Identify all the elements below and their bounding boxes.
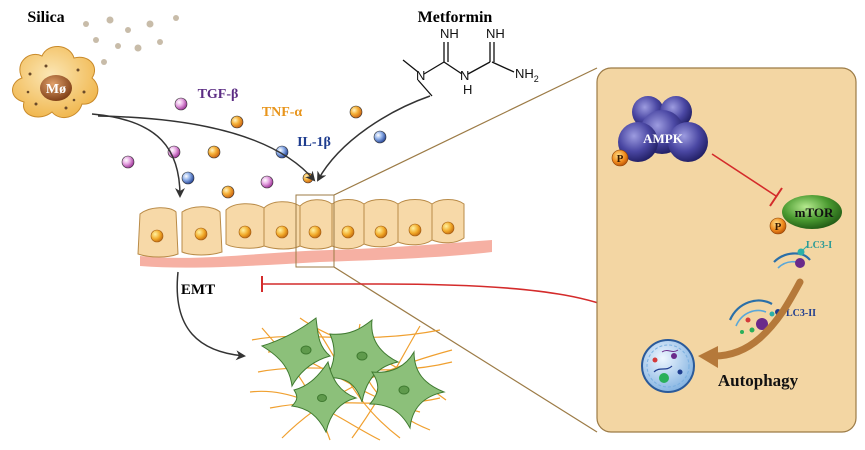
ampk-label: AMPK <box>643 131 684 146</box>
epithelial-cell <box>397 199 433 246</box>
autophagy-arrowhead <box>698 346 718 368</box>
macrophage-label: Mø <box>46 82 66 97</box>
ampk-complex: AMPK <box>618 96 708 162</box>
mtor-phospho-label: P <box>775 221 782 233</box>
mtor: mTOR <box>782 195 842 229</box>
zoom-box <box>295 194 335 268</box>
metformin-structure <box>402 42 515 97</box>
autophagy-progression-arrow <box>710 278 804 360</box>
autophagy-inhibits-emt-line <box>262 283 656 337</box>
metformin-label: Metformin <box>418 9 493 26</box>
atom-n-dimethyl: N <box>416 68 425 83</box>
basement-membrane <box>140 240 492 268</box>
atom-nh2: NH2 <box>515 66 539 84</box>
atom-nh-2: NH <box>486 26 505 41</box>
emt-arrow <box>176 271 246 361</box>
metformin-atoms: N NH N H NH NH2 <box>416 26 539 97</box>
atom-n-bridge: N <box>460 68 469 83</box>
macrophage-nucleus <box>40 75 72 101</box>
autolysosome <box>641 339 695 393</box>
epithelial-cell <box>331 199 365 250</box>
il1-label: IL-1β <box>297 135 331 150</box>
silica-label: Silica <box>27 9 64 26</box>
epithelial-layer <box>137 194 492 268</box>
autophagosome-forming: LC3-II <box>728 299 816 334</box>
autophagy-label: Autophagy <box>718 371 799 390</box>
epithelial-cell <box>363 199 399 248</box>
ampk-inhibits-mtor-line <box>711 153 777 197</box>
lc3i-label: LC3-I <box>806 240 832 251</box>
tnf-label: TNF-α <box>262 105 303 120</box>
ampk-phospho: P <box>611 149 629 167</box>
zoom-lines <box>333 67 598 433</box>
myofibroblasts <box>260 317 446 434</box>
mtor-phospho: P <box>769 217 787 235</box>
input-arrows <box>91 95 431 198</box>
silica-particles <box>83 15 179 65</box>
macrophage: Mø <box>12 46 99 119</box>
atom-h-bridge: H <box>463 82 472 97</box>
cytokine-particles <box>121 97 387 199</box>
emt-label: EMT <box>181 282 215 298</box>
tgf-label: TGF-β <box>198 87 239 102</box>
mtor-inhibition-bar <box>769 187 783 207</box>
lc3ii-label: LC3-II <box>786 308 816 319</box>
atom-nh-1: NH <box>440 26 459 41</box>
mtor-label: mTOR <box>795 205 834 220</box>
epithelial-cell <box>263 201 301 250</box>
phagophore: LC3-I <box>773 240 832 269</box>
ampk-phospho-label: P <box>617 153 624 165</box>
epithelial-cell <box>299 199 333 250</box>
epithelial-cell <box>431 199 465 244</box>
